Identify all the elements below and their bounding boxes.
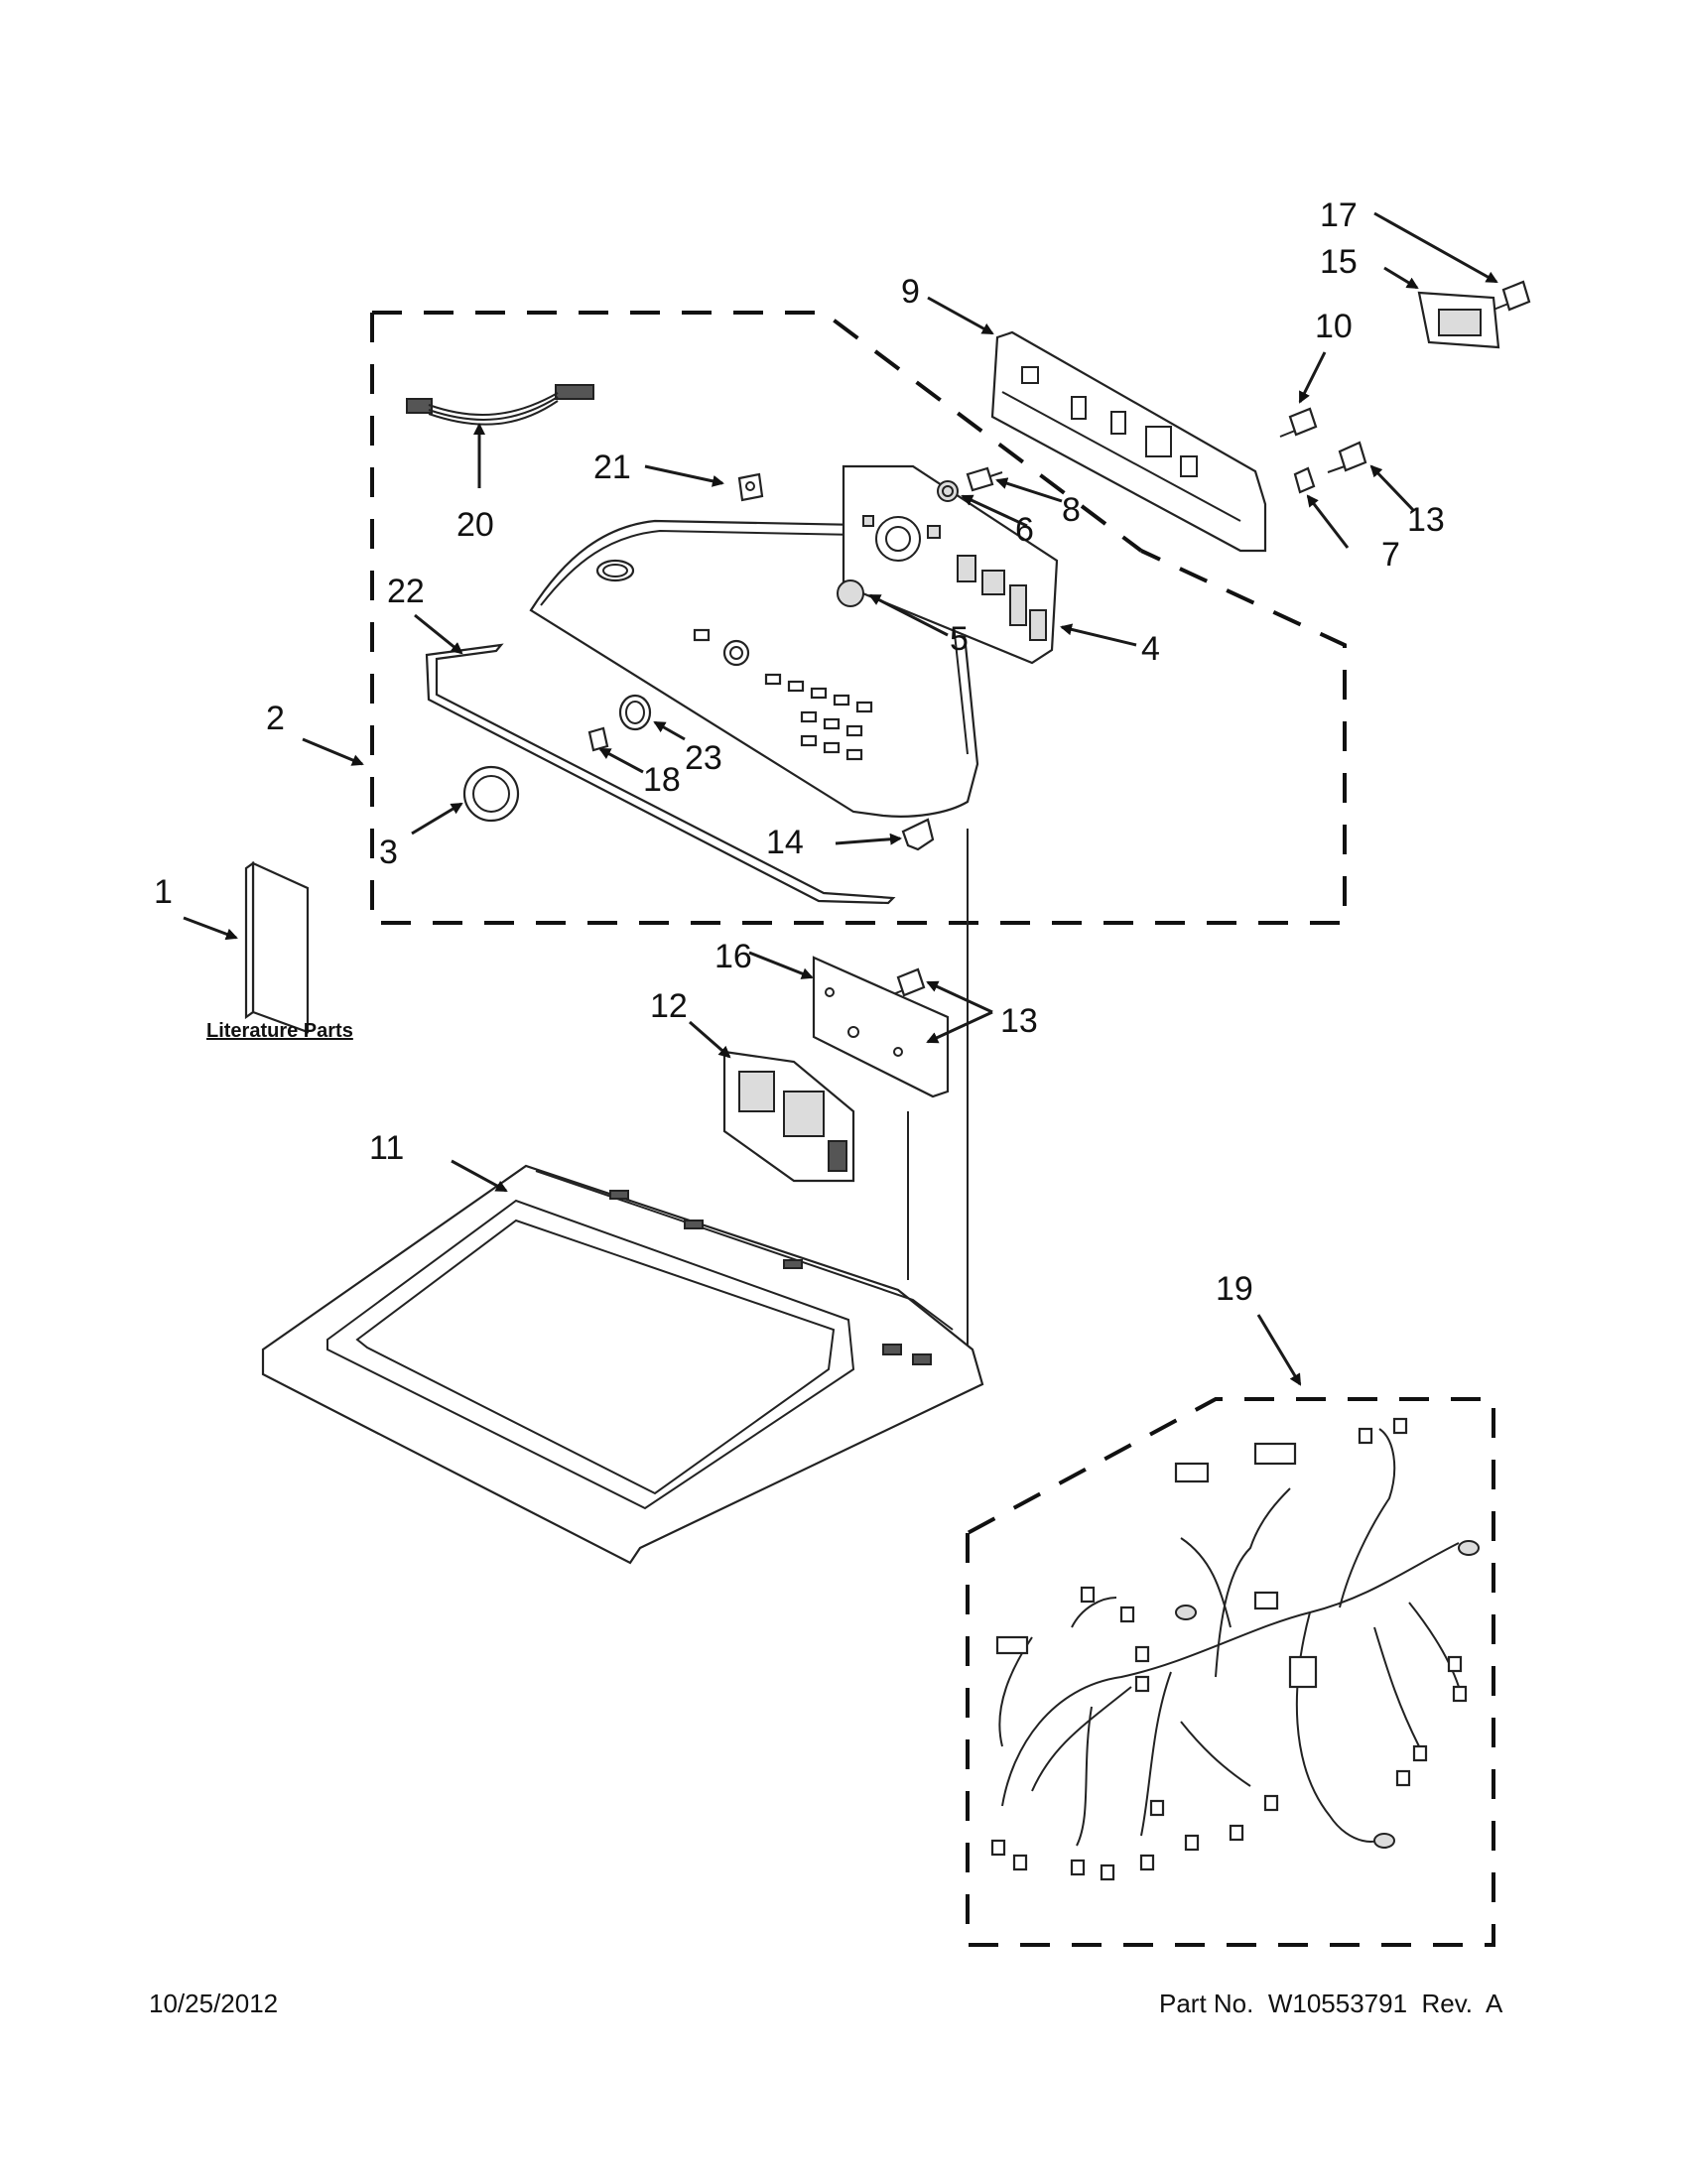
control-board-icon bbox=[842, 464, 1059, 665]
leader-arrows bbox=[183, 211, 1498, 1386]
callout-17: 17 bbox=[1320, 196, 1358, 234]
callout-15: 15 bbox=[1320, 243, 1358, 281]
callout-22: 22 bbox=[387, 573, 425, 610]
callout-11: 11 bbox=[369, 1129, 404, 1167]
screw-17-icon bbox=[1492, 280, 1531, 312]
console-wire-harness-icon bbox=[406, 384, 594, 426]
callout-16: 16 bbox=[714, 938, 752, 975]
callout-12: 12 bbox=[650, 987, 688, 1025]
callout-4: 4 bbox=[1141, 630, 1160, 668]
callout-3: 3 bbox=[379, 834, 398, 871]
clip-7-icon bbox=[1293, 466, 1316, 494]
callout-23: 23 bbox=[685, 739, 722, 777]
callout-21: 21 bbox=[593, 449, 631, 486]
spring-clip-18-icon bbox=[587, 726, 609, 752]
console-bracket-icon bbox=[990, 330, 1267, 553]
callout-8: 8 bbox=[1062, 491, 1081, 529]
mounting-plate-16-icon bbox=[812, 956, 950, 1098]
electronic-control-12-icon bbox=[722, 1050, 855, 1183]
console-knob-icon bbox=[462, 765, 520, 823]
console-group-outline bbox=[370, 311, 1347, 925]
screw-10-icon bbox=[1279, 407, 1318, 438]
literature-booklet-icon bbox=[244, 860, 310, 1034]
callout-1: 1 bbox=[154, 873, 173, 911]
hook-clip-14-icon bbox=[901, 818, 935, 851]
knob-bezel-icon bbox=[618, 694, 652, 731]
callout-19: 19 bbox=[1216, 1270, 1253, 1308]
round-cover-5-icon bbox=[837, 579, 864, 607]
callout-5: 5 bbox=[950, 620, 969, 658]
clip-21-icon bbox=[737, 472, 764, 502]
callout-10: 10 bbox=[1315, 308, 1353, 345]
callout-18: 18 bbox=[643, 761, 681, 799]
console-trim-strip bbox=[425, 643, 896, 905]
mount-bracket-15-icon bbox=[1417, 291, 1500, 349]
callout-2: 2 bbox=[266, 700, 285, 737]
wire-harness-19-icon bbox=[990, 1417, 1480, 1881]
shaft-6-icon bbox=[937, 480, 959, 502]
footer-part-number: Part No. W10553791 Rev. A bbox=[1159, 1989, 1503, 2018]
callout-6: 6 bbox=[1015, 511, 1034, 549]
callout-9: 9 bbox=[901, 273, 920, 311]
callout-13a: 13 bbox=[1407, 501, 1445, 539]
callout-7: 7 bbox=[1381, 536, 1400, 574]
harness-group-outline bbox=[966, 1397, 1495, 1947]
screw-8-icon bbox=[966, 466, 1003, 492]
literature-parts-label: Literature Parts bbox=[206, 1020, 353, 1042]
callout-20: 20 bbox=[456, 506, 494, 544]
footer-date: 10/25/2012 bbox=[149, 1989, 279, 2018]
callout-14: 14 bbox=[766, 824, 804, 861]
top-panel-11-icon bbox=[261, 1164, 984, 1565]
callout-13b: 13 bbox=[1000, 1002, 1038, 1040]
screw-13-top-icon bbox=[1327, 441, 1367, 473]
